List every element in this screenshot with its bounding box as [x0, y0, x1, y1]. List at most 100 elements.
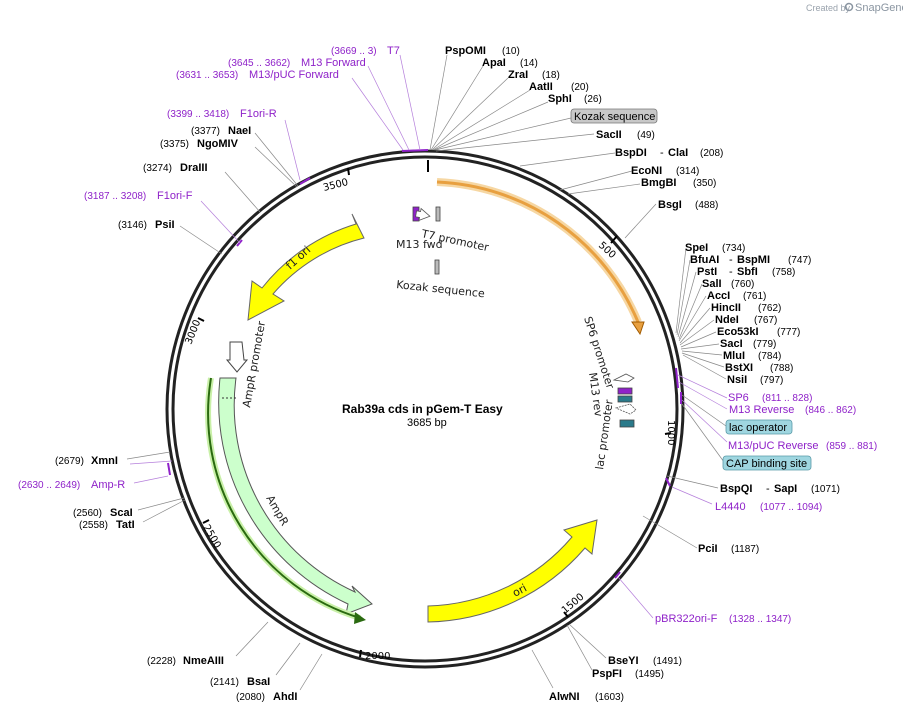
site-label-bmgbi[interactable]: BmgBI [641, 177, 676, 189]
site-leader-xmni [126, 451, 171, 460]
site-label-tati[interactable]: TatI [116, 519, 135, 531]
site-leader-eco53ki [680, 331, 717, 348]
site-label-nsii[interactable]: NsiI [727, 374, 747, 386]
site-leader-sali [678, 283, 703, 340]
site-label-ahdi[interactable]: AhdI [273, 691, 297, 703]
site-label-bsgi[interactable]: BsgI [658, 199, 682, 211]
ampr-promoter-feature[interactable] [225, 341, 249, 373]
primer-pos-m13-reverse: (846 .. 862) [805, 405, 856, 416]
m13-rev-label: M13 rev [586, 372, 605, 418]
site-label-alwni[interactable]: AlwNI [549, 691, 580, 703]
t7-promoter-feature[interactable] [415, 207, 431, 222]
primer-label-m13puc-reverse[interactable]: M13/pUC Reverse [728, 440, 818, 452]
site-label-spei[interactable]: SpeI [685, 242, 708, 254]
site-label-acci[interactable]: AccI [707, 290, 730, 302]
tick-mark-3500 [347, 167, 350, 176]
primer-arc-pbr322ori-f[interactable] [614, 571, 621, 579]
site-label-sapi[interactable]: SapI [774, 483, 797, 495]
site-label-nmeaiii[interactable]: NmeAIII [183, 655, 224, 667]
kozak-sequence-box-label: Kozak sequence [574, 111, 655, 123]
primer-label-sp6[interactable]: SP6 [728, 392, 749, 404]
cap-binding-site-box-label: CAP binding site [726, 458, 807, 470]
kozak-feature-inner[interactable] [434, 259, 440, 275]
site-label-econi[interactable]: EcoNI [631, 165, 662, 177]
site-label-psti-sep: - [729, 266, 733, 278]
site-label-aatii[interactable]: AatII [529, 81, 553, 93]
site-label-bspqi[interactable]: BspQI [720, 483, 752, 495]
primer-label-m13-reverse[interactable]: M13 Reverse [729, 404, 794, 416]
site-label-zrai[interactable]: ZraI [508, 69, 528, 81]
site-label-scai[interactable]: ScaI [110, 507, 133, 519]
site-label-psii[interactable]: PsiI [155, 219, 175, 231]
site-label-bspdi[interactable]: BspDI [615, 147, 647, 159]
site-label-pcii[interactable]: PciI [698, 543, 718, 555]
site-label-apai[interactable]: ApaI [482, 57, 506, 69]
lac-promoter-feature[interactable] [614, 403, 637, 415]
primer-pos-f1ori-r: (3399 .. 3418) [167, 109, 229, 120]
primer-label-pbr322ori-f[interactable]: pBR322ori-F [655, 613, 718, 625]
ampr-cds-arc[interactable] [207, 377, 361, 619]
site-label-bstxi[interactable]: BstXI [725, 362, 753, 374]
kozak-sequence-box[interactable] [570, 108, 658, 124]
site-label-eco53ki[interactable]: Eco53kI [717, 326, 759, 338]
site-label-pspfi[interactable]: PspFI [592, 668, 622, 680]
ori-feature[interactable] [427, 519, 598, 623]
site-label-pspomi[interactable]: PspOMI [445, 45, 486, 57]
site-label-sali[interactable]: SalI [702, 278, 722, 290]
site-label-ndei[interactable]: NdeI [715, 314, 739, 326]
tick-label-3000: 3000 [184, 318, 204, 346]
site-label-draiii[interactable]: DraIII [180, 162, 208, 174]
insert-arc[interactable] [436, 180, 640, 323]
sp6-promoter-feature[interactable] [612, 373, 635, 383]
primer-arc-amp-r[interactable] [167, 462, 171, 476]
primer-label-m13-forward[interactable]: M13 Forward [301, 57, 366, 69]
site-leader-draiii [224, 171, 261, 213]
site-label-naei[interactable]: NaeI [228, 125, 251, 137]
primer-label-f1ori-r[interactable]: F1ori-R [240, 108, 277, 120]
lac-operator-feature[interactable] [617, 395, 633, 403]
primer-label-t7[interactable]: T7 [387, 45, 400, 57]
site-label-hincii[interactable]: HincII [711, 302, 741, 314]
site-label-sacii[interactable]: SacII [596, 129, 622, 141]
primer-arc-l4440[interactable] [665, 477, 671, 487]
m13-rev-feature[interactable] [617, 387, 633, 395]
site-leader-sacii [435, 133, 595, 152]
m13-fwd-label: M13 fwd [396, 238, 443, 251]
primer-arc-f1ori-r[interactable] [299, 177, 311, 185]
lac-operator-box[interactable] [725, 419, 793, 435]
ampr-feature[interactable] [218, 377, 373, 615]
cap-binding-site-feature[interactable] [619, 419, 635, 428]
primer-label-m13puc-forward[interactable]: M13/pUC Forward [249, 69, 339, 81]
site-label-sphi[interactable]: SphI [548, 93, 572, 105]
site-label-bsai[interactable]: BsaI [247, 676, 270, 688]
site-pos-nmeaiii: (2228) [147, 656, 176, 667]
site-pos-hincii: (762) [758, 303, 781, 314]
site-label-sbfi[interactable]: SbfI [737, 266, 758, 278]
site-leader-ndei [679, 319, 715, 346]
primer-arc-sp6-m13rev[interactable] [675, 367, 679, 389]
site-label-clai[interactable]: ClaI [668, 147, 688, 159]
site-label-xmni[interactable]: XmnI [91, 455, 118, 467]
f1-ori-feature[interactable] [247, 213, 365, 321]
primer-arc-f1ori-f[interactable] [236, 239, 243, 247]
primer-arc-t7[interactable] [401, 149, 429, 152]
primer-pos-t7: (3669 .. 3) [331, 46, 377, 57]
plasmid-length: 3685 bp [407, 417, 447, 429]
site-leader-apai [430, 65, 484, 151]
site-pos-naei: (3377) [191, 126, 220, 137]
primer-pos-amp-r: (2630 .. 2649) [18, 480, 80, 491]
site-label-mlui[interactable]: MluI [723, 350, 745, 362]
primer-label-f1ori-f[interactable]: F1ori-F [157, 190, 193, 202]
site-label-psti[interactable]: PstI [697, 266, 717, 278]
primer-label-amp-r[interactable]: Amp-R [91, 479, 125, 491]
primer-label-l4440[interactable]: L4440 [715, 501, 746, 513]
kozak-feature-top[interactable] [435, 206, 441, 222]
site-label-bseyi[interactable]: BseYI [608, 655, 639, 667]
site-label-ngomiv[interactable]: NgoMIV [197, 138, 239, 150]
lac-operator-box-leader [681, 394, 727, 427]
site-label-bspmi[interactable]: BspMI [737, 254, 770, 266]
site-leader-econi [559, 170, 633, 191]
cap-binding-site-box[interactable] [722, 455, 812, 471]
site-label-bfuai[interactable]: BfuAI [690, 254, 719, 266]
site-label-saci[interactable]: SacI [720, 338, 743, 350]
